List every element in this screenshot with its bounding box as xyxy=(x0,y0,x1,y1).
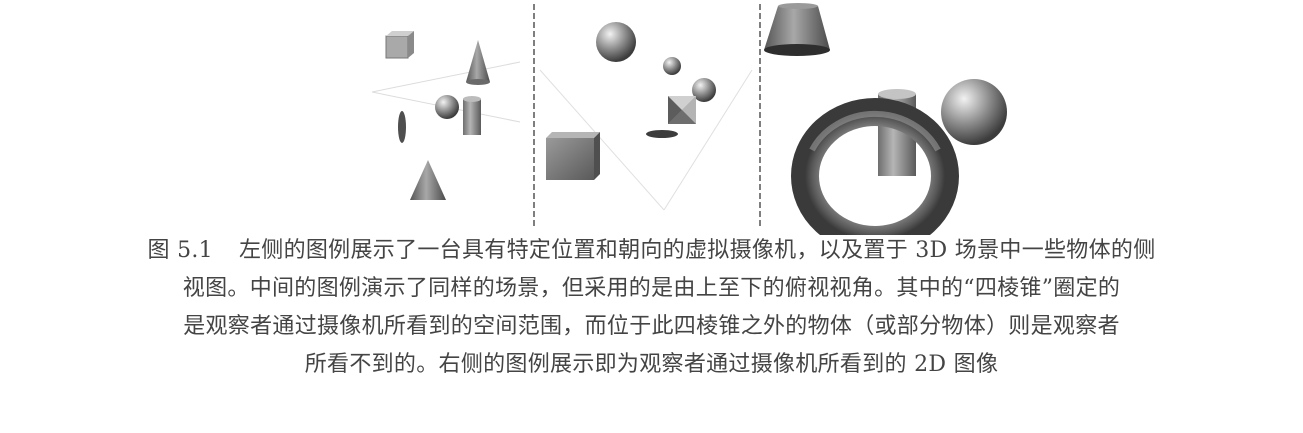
cylinder-shape xyxy=(463,96,481,135)
cone-shape xyxy=(466,40,490,85)
frustum-line xyxy=(371,61,521,93)
figure-label: 图 5.1 xyxy=(147,238,213,263)
caption-line-3: 是观察者通过摄像机所看到的空间范围，而位于此四棱锥之外的物体（或部分物体）则是观… xyxy=(183,314,1120,339)
cube-shape xyxy=(546,132,600,180)
caption-text: 左侧的图例展示了一台具有特定位置和朝向的虚拟摄像机，以及置于 3D 场景中一些物… xyxy=(238,238,1156,263)
sphere-shape xyxy=(941,79,1007,145)
cube-shape xyxy=(385,31,414,59)
frustum-line xyxy=(663,69,753,211)
left-panel xyxy=(371,31,521,200)
figure-caption: 图 5.1 左侧的图例展示了一台具有特定位置和朝向的虚拟摄像机，以及置于 3D 场… xyxy=(0,232,1303,384)
frustum-line xyxy=(539,69,665,211)
figure-illustration xyxy=(371,3,1007,235)
small-sphere-shape xyxy=(663,57,681,75)
sphere-shape xyxy=(435,95,459,119)
torus-shape xyxy=(791,98,959,235)
caption-line-1: 图 5.1 左侧的图例展示了一台具有特定位置和朝向的虚拟摄像机，以及置于 3D 场… xyxy=(0,232,1303,270)
sphere-shape xyxy=(692,78,716,102)
right-panel xyxy=(764,3,1007,235)
large-sphere-shape xyxy=(596,22,636,62)
disk-shape xyxy=(646,130,678,138)
figure-5-1 xyxy=(371,3,1007,235)
caption-line-2: 视图。中间的图例演示了同样的场景，但采用的是由上至下的俯视视角。其中的“四棱锥”… xyxy=(182,276,1121,301)
pyramid-top-shape xyxy=(668,96,696,124)
disk-shape xyxy=(398,111,406,143)
middle-panel xyxy=(539,22,753,211)
cone-shape xyxy=(764,3,830,56)
caption-line-4: 所看不到的。右侧的图例展示即为观察者通过摄像机所看到的 2D 图像 xyxy=(304,352,999,377)
bottom-cone-shape xyxy=(410,160,446,200)
